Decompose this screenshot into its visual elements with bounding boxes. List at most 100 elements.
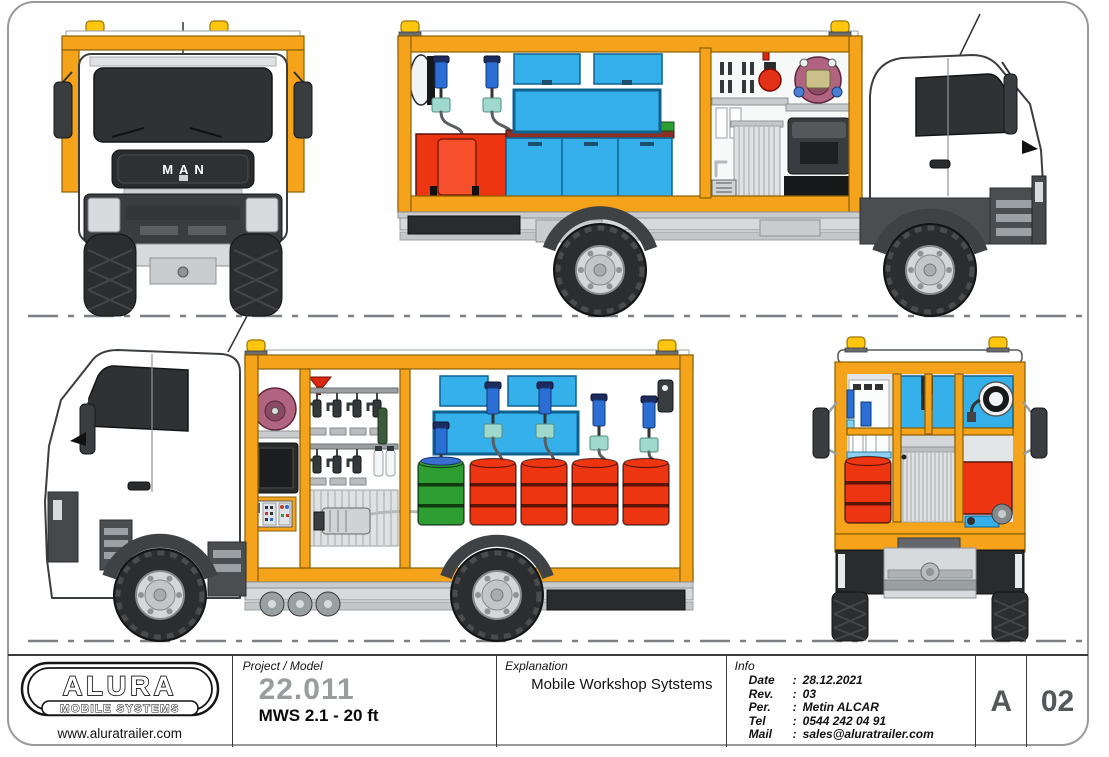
pump: [860, 401, 872, 427]
beacon-icon: [844, 336, 868, 353]
box-partition: [699, 47, 712, 199]
project-label: Project / Model: [242, 659, 323, 673]
box-top-rail: [244, 354, 694, 370]
corrugated-tank: [733, 125, 781, 199]
drum-pump: [588, 392, 610, 452]
explanation-text: Mobile Workshop Sytstems: [531, 676, 713, 693]
rail: [307, 387, 399, 394]
red-drum: [520, 457, 568, 526]
wall-bracket: [657, 379, 674, 413]
headlight: [245, 197, 279, 233]
box-partition: [399, 368, 411, 569]
drum-pump: [638, 394, 660, 454]
shelf: [785, 103, 853, 112]
info-row-date: Date:28.12.2021: [748, 673, 863, 687]
right-mirror: [293, 81, 313, 139]
green-drum: [417, 457, 465, 526]
box-top-rail: [397, 35, 863, 53]
title-block: ALURA MOBILE SYSTEMS www.aluratrailer.co…: [8, 654, 1088, 747]
drum-pump: [482, 380, 504, 440]
side-view-right-truck: [397, 13, 1047, 316]
info-label: Info: [734, 659, 755, 673]
explanation-cell: Explanation Mobile Workshop Sytstems: [497, 656, 727, 747]
funnel: [307, 376, 333, 388]
box-top-rail: [61, 35, 305, 51]
red-drum: [571, 457, 619, 526]
rear-view-truck: [812, 336, 1048, 642]
sheet-number-cell: 02: [1027, 656, 1088, 747]
overhead-cabinet: [593, 53, 663, 85]
info-row-rev: Rev.:03: [748, 686, 817, 701]
antenna: [959, 13, 981, 56]
explanation-label: Explanation: [505, 659, 568, 673]
front-tires: [83, 233, 283, 317]
front-bumper: [47, 491, 79, 563]
windshield: [93, 67, 273, 143]
cab-window: [915, 73, 1015, 137]
revision-letter: A: [990, 684, 1012, 718]
front-wheel: [114, 549, 206, 641]
logo-cell: ALURA MOBILE SYSTEMS www.aluratrailer.co…: [8, 656, 233, 747]
box-front-post: [244, 354, 259, 583]
transfer-pump: [313, 507, 371, 535]
info-row-mail: Mail:sales@aluratrailer.com: [748, 727, 934, 741]
red-drum: [844, 455, 892, 524]
wiper: [111, 127, 145, 138]
cyan-panel: [432, 410, 580, 456]
storage-box: [546, 589, 686, 611]
grease-gun: [377, 407, 388, 445]
beacon-icon: [398, 20, 422, 37]
man-emblem: [179, 175, 188, 181]
logo-website: www.aluratrailer.com: [57, 726, 183, 741]
wiper: [189, 127, 223, 138]
project-code: 22.011: [258, 673, 355, 706]
rear-tires: [831, 591, 1029, 642]
rear-fender: [440, 534, 554, 580]
hose-reel: [967, 381, 1014, 422]
alura-logo: ALURA MOBILE SYSTEMS: [20, 661, 220, 717]
rail: [307, 443, 399, 450]
support-rollers: [259, 591, 341, 617]
drum-pump: [481, 54, 503, 114]
box-partition: [299, 368, 311, 569]
front-wheel: [884, 224, 976, 316]
info-row-per: Per.:Metin ALCAR: [748, 700, 879, 714]
beacon-icon: [986, 336, 1010, 353]
box-rear-post: [848, 35, 863, 213]
cyan-panel: [512, 88, 662, 134]
info-row-tel: Tel:0544 242 04 91: [748, 713, 887, 728]
shelf: [711, 97, 789, 106]
sheet-number: 02: [1040, 684, 1075, 718]
front-view-truck: MAN: [53, 20, 313, 317]
fire-extinguisher: [758, 68, 782, 92]
overhead-cabinet: [513, 53, 581, 85]
storage-box: [407, 215, 521, 235]
info-grid: Date:28.12.2021 Rev.:03 Per.:Metin ALCAR…: [748, 673, 968, 742]
logo-tagline-text: MOBILE SYSTEMS: [60, 703, 179, 715]
drum-pump: [430, 54, 452, 114]
door-handle: [929, 159, 951, 169]
headlight: [87, 197, 121, 233]
base-cabinets: [505, 137, 673, 199]
rear-fender: [542, 206, 658, 252]
shelf: [257, 430, 301, 439]
sheet-border: [7, 1, 1089, 746]
revision-letter-cell: A: [976, 656, 1028, 747]
box-rear-post: [679, 354, 694, 583]
project-cell: Project / Model 22.011 MWS 2.1 - 20 ft: [233, 656, 498, 747]
drum-pump: [534, 380, 556, 440]
beacon-icon: [655, 339, 679, 356]
overhead-window: [439, 375, 489, 407]
front-fender: [872, 208, 988, 255]
side-view-left-truck: [44, 313, 694, 641]
info-cell: Info Date:28.12.2021 Rev.:03 Per.:Metin …: [727, 656, 977, 747]
beacon-icon: [244, 339, 268, 356]
cab-window: [86, 365, 189, 432]
compressor: [793, 56, 843, 104]
rear-wheel: [451, 549, 543, 641]
roller-shutter: [898, 451, 958, 523]
beacon-icon: [828, 20, 852, 37]
box-floor-rail: [397, 195, 863, 213]
project-name: MWS 2.1 - 20 ft: [258, 705, 379, 725]
